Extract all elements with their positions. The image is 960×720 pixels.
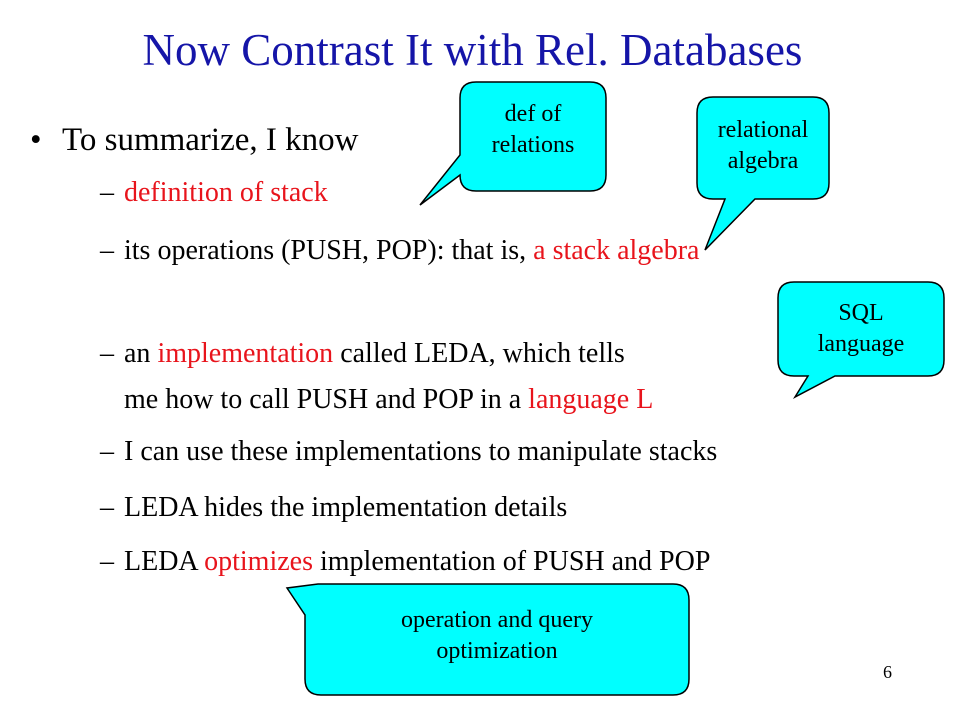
implementation-line2-highlight: language L: [528, 384, 654, 415]
page-number: 6: [883, 662, 892, 682]
callout-optimization-line1: operation and query: [401, 607, 593, 633]
callout-optimization: operation and query optimization: [305, 605, 689, 667]
callout-relational-algebra: relational algebra: [697, 115, 829, 177]
implementation-prefix: an: [124, 338, 158, 369]
callout-optimization-line2: optimization: [436, 638, 558, 664]
subitem-implementation-line2: me how to call PUSH and POP in a languag…: [124, 382, 653, 418]
subitem-implementation-line1: an implementation called LEDA, which tel…: [124, 336, 625, 372]
dash: –: [100, 436, 114, 467]
callout-def-relations-line2: relations: [491, 132, 575, 158]
implementation-highlight: implementation: [157, 338, 334, 369]
bullet-text: To summarize, I know: [62, 122, 359, 158]
callout-sql-language-shape: [777, 281, 945, 399]
main-bullet: • To summarize, I know: [30, 120, 358, 160]
implementation-line2-plain: me how to call PUSH and POP in a: [124, 384, 529, 415]
dash: –: [100, 235, 114, 266]
callout-def-relations: def of relations: [460, 99, 606, 161]
dash: –: [100, 492, 114, 523]
callout-sql-language-line1: SQL: [838, 300, 884, 326]
optimizes-prefix: LEDA: [124, 546, 205, 577]
subitem-operations-text: its operations (PUSH, POP): that is, a s…: [124, 233, 700, 269]
implementation-rest: called LEDA, which tells: [333, 338, 625, 369]
optimizes-rest: implementation of PUSH and POP: [312, 546, 711, 577]
operations-highlight: a stack algebra: [533, 235, 700, 266]
subitem-use-text: I can use these implementations to manip…: [124, 436, 718, 467]
bullet-symbol: •: [30, 122, 42, 158]
subitem-hides-text: LEDA hides the implementation details: [124, 492, 568, 523]
dash: –: [100, 338, 114, 369]
callout-sql-language: SQL language: [778, 298, 944, 360]
callout-relational-algebra-line1: relational: [717, 117, 809, 143]
callout-def-relations-line1: def of: [504, 101, 562, 127]
dash: –: [100, 546, 114, 577]
slide-title: Now Contrast It with Rel. Databases: [142, 25, 803, 75]
dash: –: [100, 177, 114, 208]
optimizes-highlight: optimizes: [204, 546, 313, 577]
callout-relational-algebra-shape: [696, 96, 830, 251]
operations-plain: its operations (PUSH, POP): that is,: [124, 235, 534, 266]
callout-sql-language-line2: language: [817, 331, 905, 357]
callout-def-relations-shape: [419, 81, 607, 206]
callout-relational-algebra-line2: algebra: [727, 148, 799, 174]
subitem-definition-text: definition of stack: [124, 177, 328, 208]
subitem-optimizes-text: LEDA optimizes implementation of PUSH an…: [124, 544, 710, 580]
callout-optimization-shape: [285, 583, 690, 696]
